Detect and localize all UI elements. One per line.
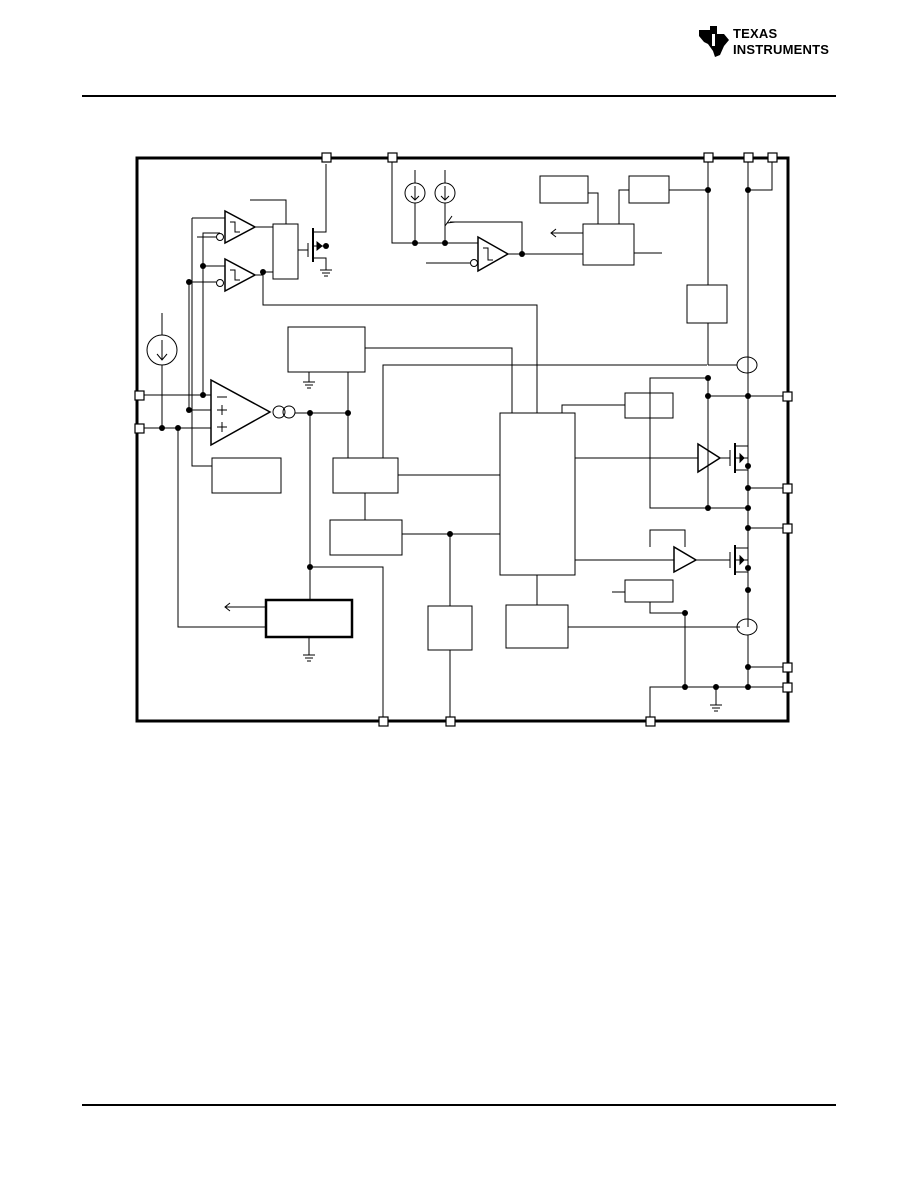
block-tr-logic (582, 223, 635, 266)
pin-top-5 (767, 152, 778, 163)
logo-line-2: INSTRUMENTS (733, 42, 830, 57)
mosfet-lower (729, 545, 748, 575)
texas-instruments-logo: TEXAS INSTRUMENTS (696, 24, 846, 64)
pwm-comparator-block (332, 457, 399, 494)
current-sense-upper (736, 356, 758, 374)
driver-lower (673, 545, 698, 574)
pin-right-3 (782, 523, 793, 534)
comparator-lower (216, 257, 257, 293)
header-rule (82, 95, 836, 97)
pin-left-2 (134, 423, 145, 434)
ramp-block (329, 519, 403, 556)
current-sense-block (505, 604, 569, 649)
pin-top-3 (703, 152, 714, 163)
current-sense-lower (736, 618, 758, 636)
gate-driver-upper-block (624, 392, 674, 419)
block-tr-2 (628, 175, 670, 204)
pin-right-2 (782, 483, 793, 494)
pin-right-4 (782, 662, 793, 673)
pin-right-1 (782, 391, 793, 402)
junctions (159, 187, 751, 690)
pin-right-5 (782, 682, 793, 693)
comparator-center (470, 235, 510, 273)
current-source-left (146, 313, 178, 428)
pin-bottom-2 (445, 716, 456, 727)
ti-state-icon (699, 26, 729, 57)
block-tr-1 (539, 175, 589, 204)
control-logic-block (499, 412, 576, 576)
logo-line-1: TEXAS (733, 26, 778, 41)
pin-top-1 (321, 152, 332, 163)
mosfet-upper (729, 443, 748, 473)
mosfet-left (307, 164, 332, 277)
current-source-1 (404, 170, 426, 243)
gate-driver-lower-block (624, 579, 674, 603)
footer-rule (82, 1104, 836, 1106)
pin-bottom-3 (645, 716, 656, 727)
current-source-2 (434, 170, 456, 243)
enable-block (427, 605, 473, 651)
comparator-upper (216, 209, 257, 245)
logic-block-left (272, 223, 299, 280)
driver-upper (697, 442, 722, 474)
pin-left-1 (134, 390, 145, 401)
oscillator-block (287, 326, 366, 373)
pins (134, 152, 793, 727)
chip-outline (135, 156, 790, 723)
reference-block (211, 457, 282, 494)
pin-bottom-1 (378, 716, 389, 727)
pin-top-2 (387, 152, 398, 163)
bias-block (264, 598, 354, 639)
error-amplifier (210, 378, 296, 447)
block-right-upper (686, 284, 728, 324)
pin-top-4 (743, 152, 754, 163)
